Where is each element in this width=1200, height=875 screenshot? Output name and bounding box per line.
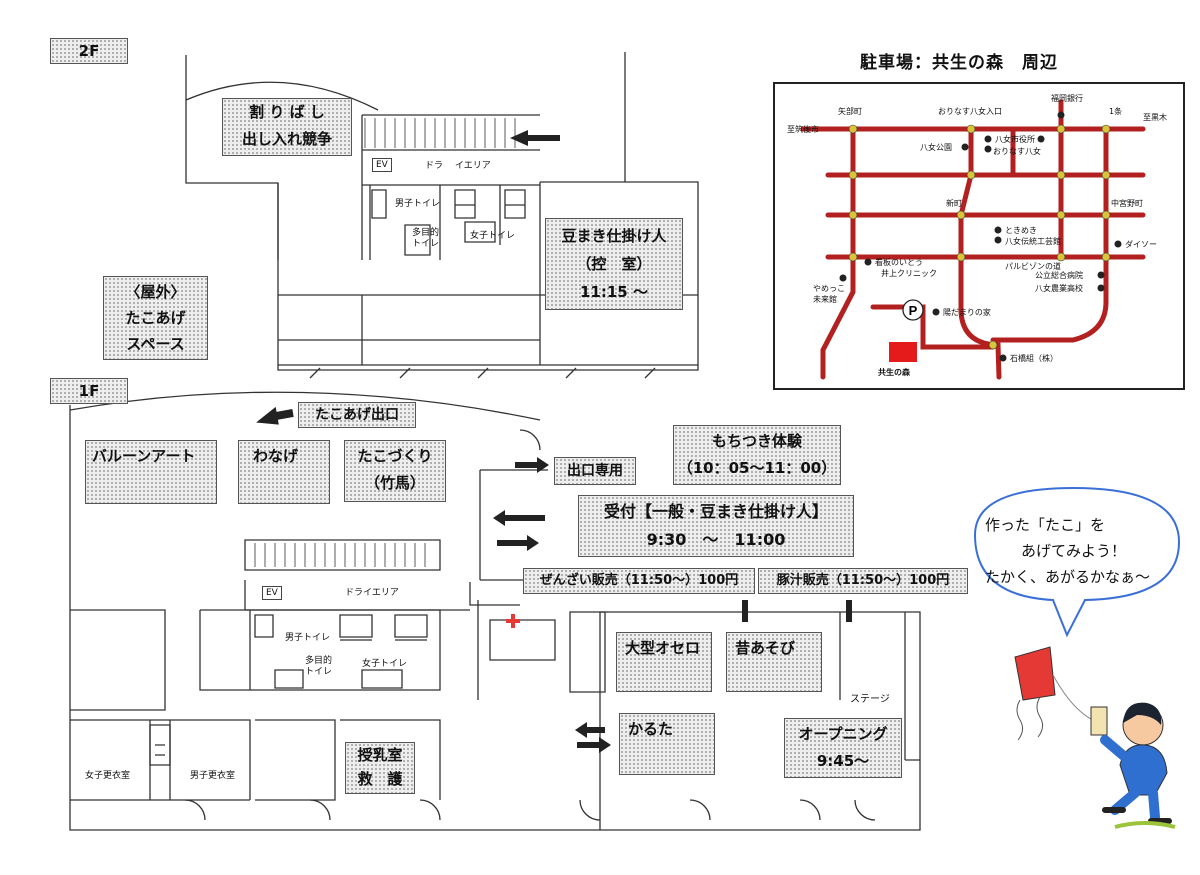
map-crafts: 八女伝統工芸館 [1005,236,1061,246]
outdoor-line1: 〈屋外〉 [125,283,186,301]
mens-toilet-1f: 男子トイレ [285,633,331,643]
nursing-first-aid: 授乳室 救 護 [345,742,415,794]
womens-toilet-2f: 女子トイレ [470,231,516,241]
map-house: 陽だまりの家 [943,307,991,317]
map-city-hall: 八女市役所 [995,134,1035,144]
map-ichijo: 1条 [1109,106,1122,116]
map-parthenon: パルビゾンの道 [1005,261,1061,271]
ev-1f: EV [262,586,282,600]
mochi-experience: もちつき体験 （10：05～11：00） [673,425,841,485]
kite-making-area: たこづくり （竹馬） [344,440,446,502]
map-yame-park: 八女公園 [920,142,952,152]
ev-2f: EV [372,158,392,172]
opening-time: 9:45～ [816,752,870,770]
dry-area-2f: ドラ イエリア [425,161,491,171]
outdoor-line2: たこあげ [125,309,186,327]
zenzai-sale: ぜんざい販売（11:50～）100円 [523,568,755,594]
reception-area: 受付【一般・豆まき仕掛け人】 9:30 ～ 11:00 [578,495,854,557]
mukashi-asobi-area: 昔あそび [726,632,822,692]
mochi-time: （10：05～11：00） [677,459,837,477]
wanage-area: わなげ [238,440,330,504]
map-fukuoka-bank: 福岡銀行 [1051,93,1083,103]
map-forest: 共生の森 [878,367,911,377]
exit-only-label: 出口専用 [554,457,636,485]
tonjiru-sale: 豚汁販売（11:50～）100円 [758,568,968,594]
map-yamekko-a: やめっこ [813,284,845,293]
outdoor-kite-space: 〈屋外〉 たこあげ スペース [103,276,208,360]
waribashi-line2: 出し入れ競争 [241,130,332,148]
kite-making-line2: （竹馬） [364,474,425,492]
kite-icon [1014,646,1056,701]
outdoor-line3: スペース [126,335,185,353]
mame-waiting-room: 豆まき仕掛け人 （控 室） 11:15 ～ [545,218,683,310]
map-yabemachi: 矢部町 [838,106,862,116]
multi-toilet-1f: 多目的 トイレ [305,656,332,678]
karuta-area: かるた [619,713,715,775]
map-orinasu-entrance: おりなす八女入口 [938,106,1002,116]
map-kominkan: 公立総合病院 [1035,270,1083,280]
map-kurogi: 至黒木 [1143,112,1167,122]
opening-area: オープニング 9:45～ [784,718,902,778]
womens-toilet-1f: 女子トイレ [362,659,408,669]
floor-1f-label: 1F [50,378,128,404]
floor-2f-label: 2F [50,38,128,64]
mens-changing-room: 男子更衣室 [190,771,236,781]
map-chikugo: 至筑後市 [787,124,819,134]
balloon-art-area: バルーンアート [85,440,217,504]
multi-toilet-1f-line2: トイレ [305,667,333,677]
dry-area-1f: ドライエリア [345,588,399,598]
bubble-line2: あげてみよう！ [1021,542,1127,560]
map-clinic-b: 井上クリニック [881,268,937,278]
kite-kid-illustration [1014,646,1176,829]
stage-label: ステージ [850,694,890,705]
nursing-line2: 救 護 [357,770,403,788]
multi-toilet-2f-line1: 多目的 [412,228,440,238]
map-agri-school: 八女農業高校 [1035,283,1083,293]
map-tokimeki: ときめき [1005,226,1037,235]
nursing-line1: 授乳室 [357,746,403,764]
map-nakamiyano: 中宮野町 [1111,198,1143,208]
othello-area: 大型オセロ [616,632,712,692]
bubble-line1: 作った「たこ」を [985,516,1106,534]
multi-toilet-2f: 多目的 トイレ [412,228,439,250]
opening-title: オープニング [798,725,888,743]
map-daiso: ダイソー [1125,239,1157,249]
speech-bubble-shape [973,486,1181,638]
bubble-text: 作った「たこ」を あげてみよう！ たかく、あがるかなぁ～ [985,512,1150,590]
kid-icon [1090,702,1176,829]
map-yamekko-b: 未来館 [813,294,837,304]
map-clinic-a: 看板のいとう [875,257,923,267]
waiting-title: 豆まき仕掛け人 [561,227,667,245]
map-orinasu: おりなす八女 [993,146,1041,156]
parking-p-icon: P [909,303,918,318]
waiting-sub: （控 室） [576,255,652,273]
multi-toilet-2f-line2: トイレ [412,239,440,249]
kite-making-line1: たこづくり [357,447,433,465]
waiting-time: 11:15 ～ [580,283,648,301]
reception-title: 受付【一般・豆まき仕掛け人】 [603,502,828,521]
parking-area-map: P 矢部町 おりなす八女入口 福岡銀行 1条 至筑後市 至黒木 八女市役所 おり… [773,82,1185,390]
womens-changing-room: 女子更衣室 [85,771,131,781]
bubble-line3: たかく、あがるかなぁ～ [985,568,1151,586]
map-title: 駐車場：共生の森 周辺 [860,53,1058,73]
mochi-title: もちつき体験 [711,432,802,450]
multi-toilet-1f-line1: 多目的 [305,656,333,666]
mens-toilet-2f: 男子トイレ [395,199,441,209]
map-shinmachi: 新町 [946,198,962,208]
waribashi-area: 割 り ば し 出し入れ競争 [222,98,352,156]
kite-exit-label: たこあげ出口 [298,402,416,428]
reception-time: 9:30 ～ 11:00 [646,530,786,549]
map-ishihashi: 石橋組（株） [1010,353,1058,363]
waribashi-line1: 割 り ば し [249,103,325,121]
